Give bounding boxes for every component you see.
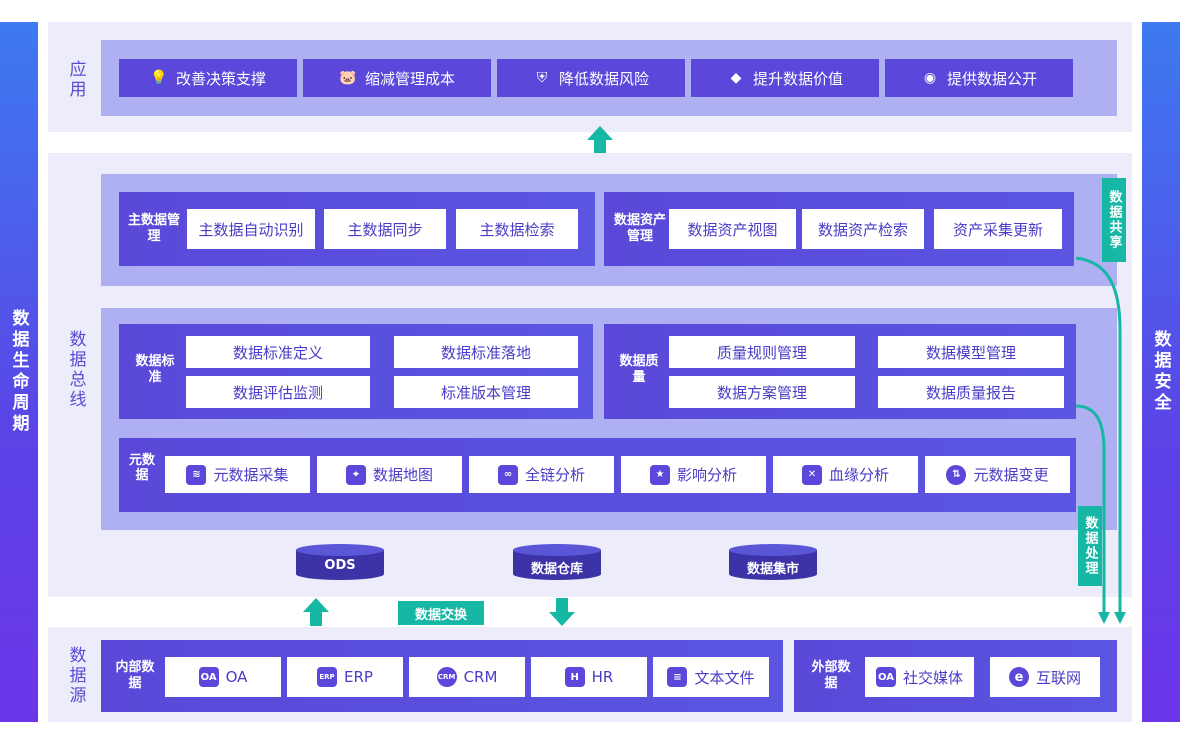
- source-social-media-button[interactable]: OA 社交媒体: [865, 657, 974, 697]
- master-search-button[interactable]: 主数据检索: [456, 209, 578, 249]
- data-process-tag: 数据处理: [1078, 506, 1102, 586]
- source-item-label: 互联网: [1035, 668, 1081, 687]
- source-item-label: CRM: [463, 668, 498, 686]
- source-hr-button[interactable]: H HR: [531, 657, 647, 697]
- app-item-label: 降低数据风险: [558, 69, 649, 88]
- data-map-button[interactable]: ⌖ 数据地图: [317, 456, 462, 493]
- oa-icon: OA: [875, 667, 896, 687]
- external-data-title: 外部数据: [811, 660, 851, 691]
- ie-browser-icon: e: [1008, 667, 1029, 687]
- diamond-icon: ◆: [730, 70, 742, 86]
- impact-analysis-button[interactable]: ★ 影响分析: [621, 456, 766, 493]
- quality-report-button[interactable]: 数据质量报告: [878, 376, 1064, 408]
- quality-rule-button[interactable]: 质量规则管理: [669, 336, 855, 368]
- dna-icon: ✕: [801, 464, 822, 485]
- store-label: 数据仓库: [530, 562, 583, 577]
- hr-icon: H: [564, 667, 585, 687]
- master-data-title: 主数据管理: [127, 213, 180, 244]
- store-label: 数据集市: [746, 562, 799, 577]
- arrow-down-icon: [549, 598, 575, 626]
- metadata-item-label: 元数据变更: [973, 466, 1049, 484]
- source-item-label: OA: [225, 668, 248, 686]
- metadata-item-label: 影响分析: [676, 466, 737, 484]
- app-label: 应用: [65, 60, 86, 100]
- security-bar: 数据安全: [1142, 22, 1180, 722]
- change-icon: ⇅: [946, 464, 967, 485]
- ods-store: ODS: [296, 544, 384, 584]
- medal-icon: ★: [649, 464, 670, 485]
- standard-implement-button[interactable]: 数据标准落地: [394, 336, 578, 368]
- database-icon: ≋: [186, 464, 207, 485]
- asset-search-button[interactable]: 数据资产检索: [802, 209, 924, 249]
- master-auto-identify-button[interactable]: 主数据自动识别: [187, 209, 315, 249]
- document-icon: ≡: [667, 667, 688, 687]
- lifecycle-label: 数据生命周期: [8, 309, 29, 435]
- source-label: 数据源: [65, 646, 86, 706]
- piggy-bank-icon: 🐷: [339, 70, 357, 86]
- asset-title: 数据资产管理: [613, 213, 666, 244]
- standard-define-button[interactable]: 数据标准定义: [186, 336, 370, 368]
- lightbulb-icon: 💡: [150, 70, 168, 86]
- map-icon: ⌖: [345, 464, 366, 485]
- source-text-file-button[interactable]: ≡ 文本文件: [653, 657, 769, 697]
- metadata-item-label: 数据地图: [372, 466, 433, 484]
- app-item-label: 提供数据公开: [946, 69, 1037, 88]
- source-crm-button[interactable]: CRM CRM: [409, 657, 525, 697]
- source-item-label: ERP: [344, 668, 373, 686]
- data-share-tag: 数据共享: [1102, 178, 1126, 262]
- app-item-label: 缩减管理成本: [364, 69, 455, 88]
- store-label: ODS: [324, 558, 356, 573]
- source-erp-button[interactable]: ERP ERP: [287, 657, 403, 697]
- bus-label: 数据总线: [65, 330, 86, 410]
- data-exchange-tag: 数据交换: [398, 601, 484, 625]
- standard-version-button[interactable]: 标准版本管理: [394, 376, 578, 408]
- data-mart-store: 数据集市: [729, 544, 817, 584]
- metadata-collect-button[interactable]: ≋ 元数据采集: [165, 456, 310, 493]
- arrow-up-icon: [303, 598, 329, 626]
- security-label: 数据安全: [1150, 330, 1171, 414]
- app-item-label: 改善决策支撑: [175, 69, 266, 88]
- source-item-label: HR: [591, 668, 614, 686]
- metadata-item-label: 血缘分析: [828, 466, 889, 484]
- full-chain-analysis-button[interactable]: ∞ 全链分析: [469, 456, 614, 493]
- app-item-value[interactable]: ◆ 提升数据价值: [691, 59, 879, 97]
- oa-icon: OA: [198, 667, 219, 687]
- source-item-label: 文本文件: [694, 668, 755, 687]
- flow-lines: [1075, 256, 1126, 624]
- asset-collect-update-button[interactable]: 资产采集更新: [934, 209, 1062, 249]
- data-warehouse-store: 数据仓库: [513, 544, 601, 584]
- quality-title: 数据质量: [619, 354, 659, 385]
- metadata-item-label: 全链分析: [524, 466, 585, 484]
- arrow-up-icon: [587, 126, 613, 154]
- standard-title: 数据标准: [135, 354, 175, 385]
- shield-icon: ⛨: [536, 70, 548, 86]
- app-item-cost[interactable]: 🐷 缩减管理成本: [303, 59, 491, 97]
- quality-model-button[interactable]: 数据模型管理: [878, 336, 1064, 368]
- quality-plan-button[interactable]: 数据方案管理: [669, 376, 855, 408]
- standard-monitor-button[interactable]: 数据评估监测: [186, 376, 370, 408]
- erp-icon: ERP: [317, 667, 338, 687]
- link-icon: ∞: [497, 464, 518, 485]
- crm-icon: CRM: [436, 667, 457, 687]
- eye-icon: ◉: [923, 70, 937, 86]
- asset-view-button[interactable]: 数据资产视图: [669, 209, 796, 249]
- app-item-risk[interactable]: ⛨ 降低数据风险: [497, 59, 685, 97]
- master-sync-button[interactable]: 主数据同步: [324, 209, 446, 249]
- internal-data-title: 内部数据: [115, 660, 155, 691]
- source-internet-button[interactable]: e 互联网: [990, 657, 1100, 697]
- metadata-title: 元数据: [128, 453, 155, 483]
- lifecycle-bar: 数据生命周期: [0, 22, 38, 722]
- lineage-analysis-button[interactable]: ✕ 血缘分析: [773, 456, 918, 493]
- app-item-decision[interactable]: 💡 改善决策支撑: [119, 59, 297, 97]
- source-oa-button[interactable]: OA OA: [165, 657, 281, 697]
- app-item-open[interactable]: ◉ 提供数据公开: [885, 59, 1073, 97]
- app-item-label: 提升数据价值: [752, 69, 843, 88]
- metadata-change-button[interactable]: ⇅ 元数据变更: [925, 456, 1070, 493]
- metadata-item-label: 元数据采集: [213, 466, 289, 484]
- source-item-label: 社交媒体: [902, 668, 963, 687]
